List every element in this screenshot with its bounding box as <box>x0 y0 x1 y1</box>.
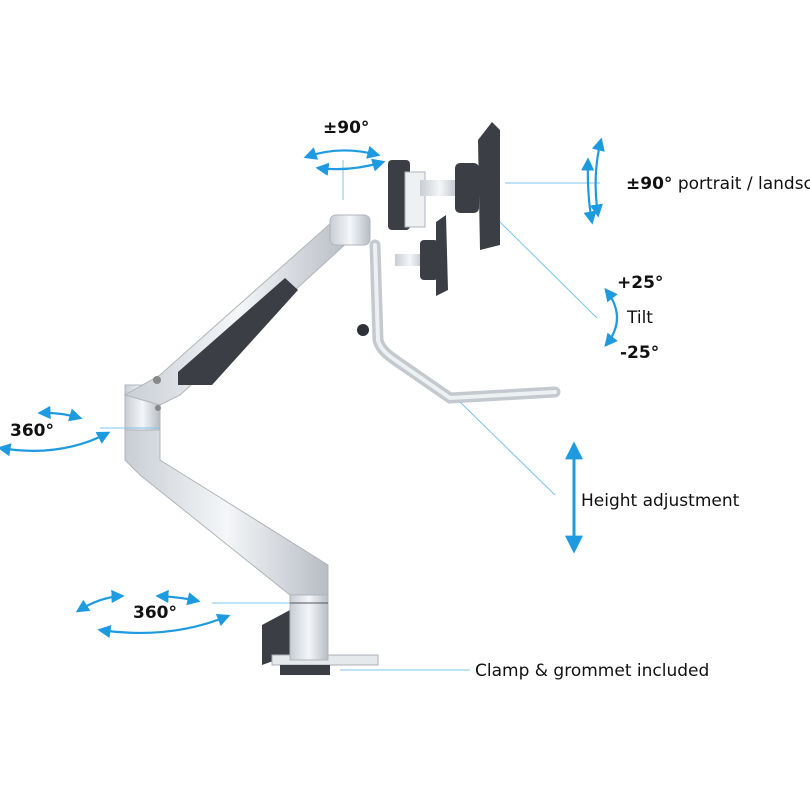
rotate-arrow-icon <box>581 157 597 225</box>
tilt-label: Tilt <box>627 308 653 328</box>
swivel-arrow-icon <box>75 589 125 613</box>
lower-arm <box>124 384 329 596</box>
tilt-arrow-icon <box>604 287 618 348</box>
swivel-arrow-icon <box>303 145 381 160</box>
rotation-text: portrait / landscape <box>677 174 810 194</box>
swivel-arrow-icon <box>315 158 386 176</box>
clamp-base <box>262 589 379 675</box>
height-adjustment-label: Height adjustment <box>581 491 740 511</box>
swivel-arrow-icon <box>37 405 83 422</box>
rotation-label: ±90° portrait / landscape <box>626 174 810 194</box>
swivel-arrow-icon <box>155 589 201 606</box>
tilt-down-label: -25° <box>620 343 660 363</box>
motion-arrows <box>0 137 618 639</box>
monitor-head <box>357 122 561 404</box>
tilt-up-label: +25° <box>617 273 664 293</box>
elbow-swivel-label: 360° <box>10 421 54 441</box>
clamp-label: Clamp & grommet included <box>475 661 710 681</box>
upper-arm <box>123 214 371 411</box>
swivel-head-label: ±90° <box>323 118 370 138</box>
rotation-value: ±90° <box>626 174 673 194</box>
swivel-arrow-icon <box>97 613 231 639</box>
swivel-arrow-icon <box>0 431 111 457</box>
rotate-arrow-icon <box>589 137 605 218</box>
base-swivel-label: 360° <box>133 603 177 623</box>
